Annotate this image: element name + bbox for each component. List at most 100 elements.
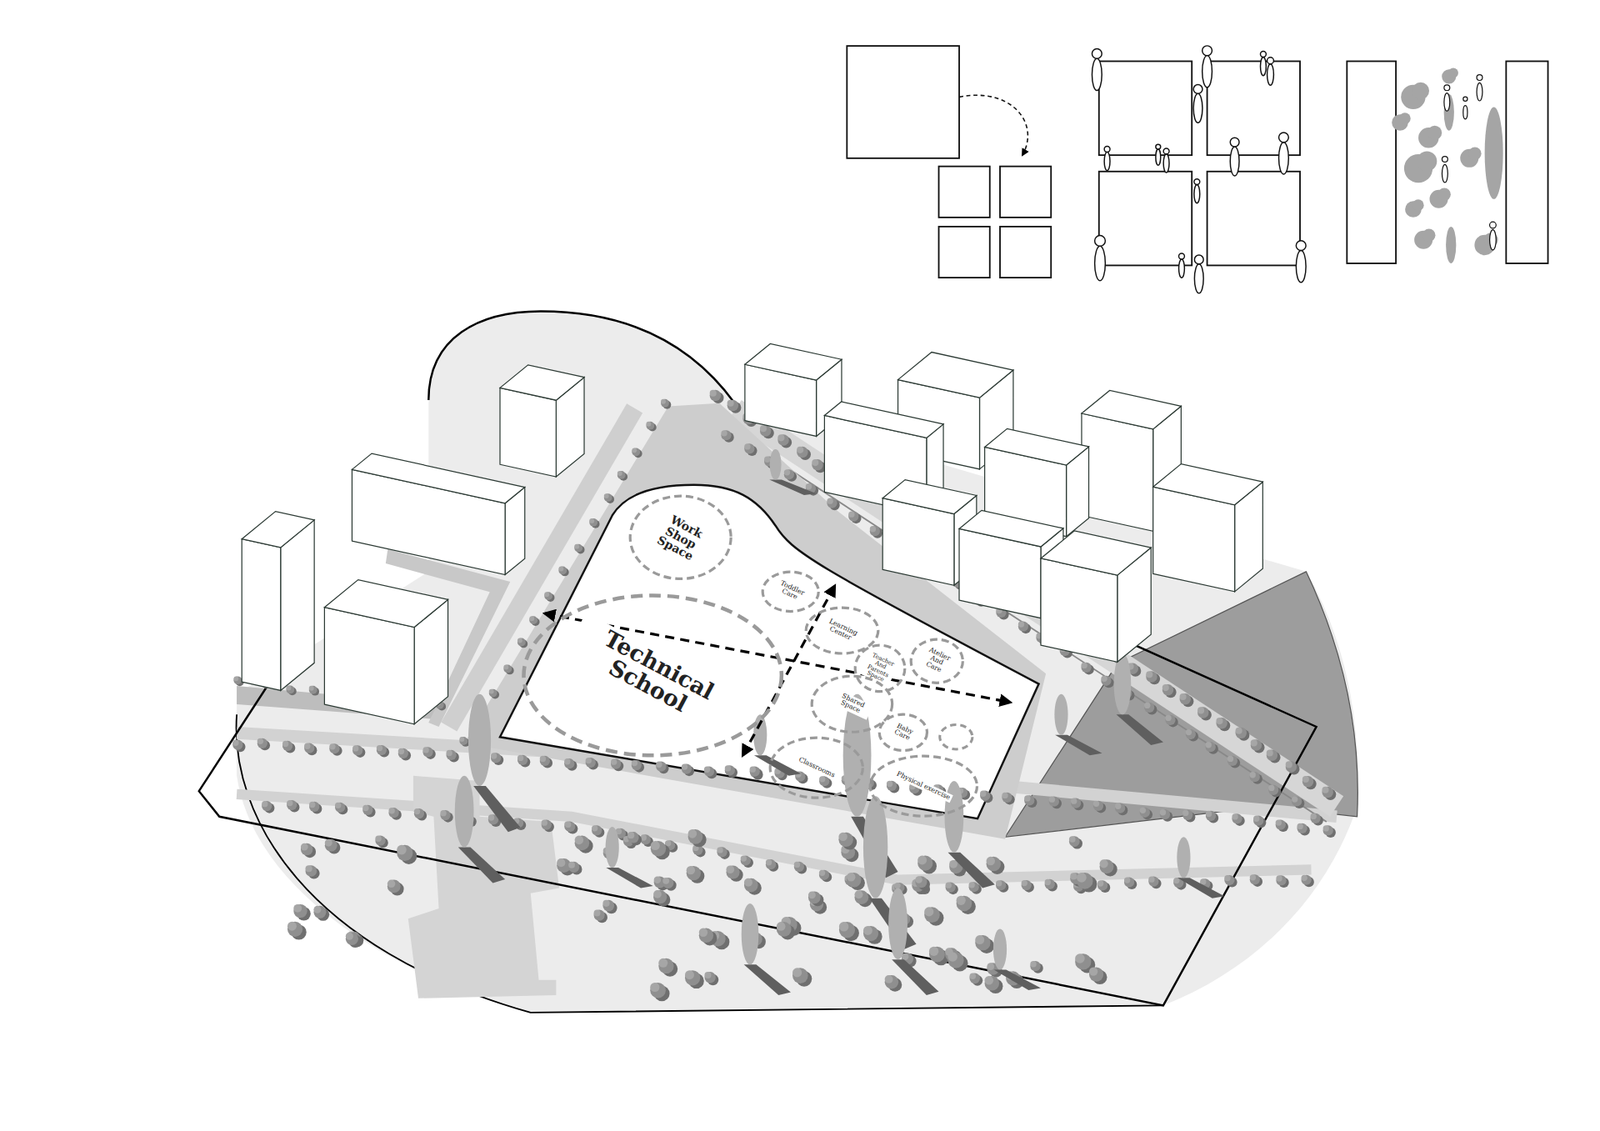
tree	[309, 685, 318, 695]
tree	[686, 865, 701, 880]
tree	[839, 921, 850, 932]
tree	[760, 425, 767, 432]
tree	[727, 400, 735, 407]
tree	[686, 865, 695, 875]
icon-tree	[1412, 199, 1425, 211]
tree	[848, 510, 855, 517]
tree	[1115, 803, 1121, 810]
tree	[1145, 670, 1157, 682]
tree	[1001, 792, 1008, 799]
tree	[540, 755, 546, 762]
tree	[1266, 749, 1274, 756]
tree	[863, 925, 879, 941]
building-roof	[241, 511, 315, 548]
person-icon	[1295, 250, 1306, 283]
tree	[1030, 960, 1036, 967]
tree	[396, 845, 407, 855]
tree	[1100, 859, 1109, 868]
tree	[1165, 715, 1175, 725]
tree	[654, 875, 661, 883]
person-icon	[1193, 93, 1203, 123]
cypress-shadow	[891, 959, 939, 995]
tree	[1069, 835, 1076, 843]
tree	[808, 890, 821, 904]
tree	[1275, 819, 1282, 825]
tree	[915, 875, 922, 883]
icon-tree	[1448, 68, 1459, 79]
zone-label: Teacher And Parents Space	[860, 650, 900, 687]
zone-label: Physical exercise	[893, 769, 953, 804]
tree	[870, 525, 880, 536]
person-icon	[1279, 132, 1290, 143]
tree	[1093, 800, 1100, 807]
tree	[261, 800, 272, 811]
tree	[1253, 815, 1260, 822]
tree	[924, 906, 940, 923]
person-icon	[1279, 142, 1290, 175]
tree	[792, 967, 809, 984]
zone-label: Technical School	[562, 611, 744, 739]
tree	[777, 434, 789, 445]
zone-label: Work Shop Space	[640, 504, 721, 571]
tree	[744, 443, 750, 450]
tree	[1302, 775, 1310, 783]
tree	[345, 932, 359, 945]
tree	[1124, 876, 1130, 883]
tree	[662, 877, 670, 885]
building-front	[241, 539, 281, 691]
tree	[1301, 875, 1312, 885]
tree	[848, 510, 859, 521]
tree	[1182, 810, 1189, 816]
zone-label: Shared Space	[830, 688, 874, 720]
cypress-shadow	[473, 785, 520, 832]
person-icon	[1267, 64, 1275, 85]
tree	[819, 775, 825, 782]
tree	[716, 846, 723, 853]
icon-square	[939, 166, 990, 218]
tree	[750, 765, 756, 772]
person-icon	[1441, 164, 1448, 183]
tree	[345, 932, 354, 940]
tree	[970, 973, 981, 985]
tree	[1275, 875, 1282, 881]
tree	[375, 835, 385, 846]
tree	[1197, 706, 1209, 718]
building-front	[324, 607, 415, 725]
tree	[975, 935, 985, 945]
tree	[1180, 693, 1191, 705]
tree	[1070, 797, 1077, 804]
tree	[720, 430, 731, 440]
building-roof	[351, 453, 525, 504]
tree	[1323, 825, 1330, 831]
tree	[352, 745, 359, 751]
tree	[1250, 874, 1260, 885]
tree	[517, 755, 524, 761]
cypress-shadow	[605, 867, 653, 888]
tree	[956, 895, 973, 912]
tree	[995, 880, 1002, 886]
dashed-ellipse	[524, 595, 782, 756]
tree	[1089, 966, 1098, 975]
tree	[1285, 760, 1297, 772]
tree	[681, 763, 692, 774]
person-icon	[1163, 148, 1170, 155]
tree	[929, 946, 945, 963]
person-icon	[1155, 144, 1161, 150]
tree	[1093, 800, 1104, 811]
person-icon	[1202, 55, 1213, 88]
tree	[503, 665, 509, 670]
tree	[1291, 795, 1302, 806]
person-icon	[1260, 56, 1266, 75]
tree	[949, 860, 958, 869]
tree	[1100, 675, 1111, 686]
paved-area	[408, 775, 560, 999]
tree	[776, 921, 786, 931]
circle-zone: Classrooms	[767, 735, 866, 800]
icon-cypress	[1485, 107, 1504, 200]
tree	[1100, 675, 1107, 682]
tree	[1115, 803, 1125, 814]
tree	[945, 881, 952, 888]
tree	[776, 921, 792, 937]
icon-tree	[1422, 229, 1435, 242]
